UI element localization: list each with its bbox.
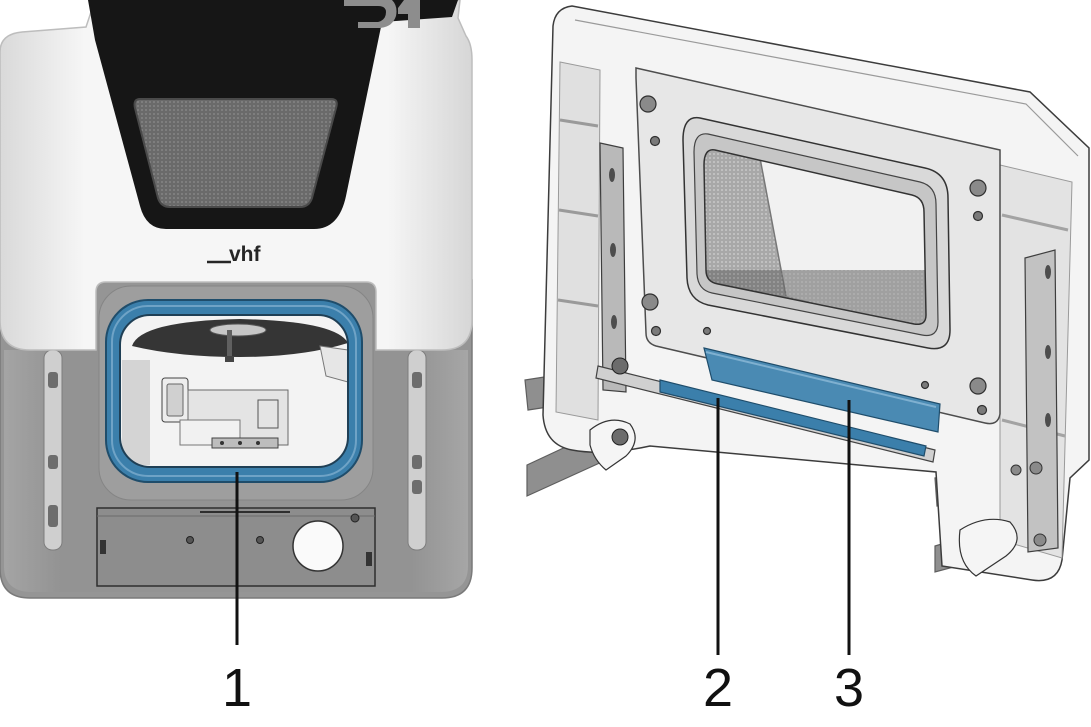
window-seal-highlight <box>111 305 357 477</box>
callout-number-2: 2 <box>703 658 733 718</box>
blue-guide-bar <box>659 379 927 457</box>
ventilation-mesh <box>133 98 338 208</box>
plate-screws <box>639 95 988 416</box>
left-side-rail <box>43 349 63 551</box>
left-hinge <box>589 357 636 471</box>
milling-tool <box>227 330 232 358</box>
model-lettering-cropped <box>344 0 420 28</box>
door-shell-rim <box>574 19 1079 157</box>
right-hinge <box>958 518 1018 577</box>
right-mounting-bracket <box>1010 249 1059 553</box>
drawer-port <box>292 520 344 572</box>
left-wall-ribs <box>557 118 599 308</box>
window-interior <box>120 315 348 467</box>
callout-number-1: 1 <box>222 658 252 718</box>
vhf-logo-text: vhf <box>229 243 262 266</box>
machine-front-view: vhf <box>0 0 473 599</box>
spindle-collar <box>209 323 267 337</box>
right-side-rail <box>407 349 427 551</box>
spindle-head <box>132 319 348 357</box>
blue-shield-plate <box>703 347 941 433</box>
door-interior-view <box>524 5 1090 582</box>
vhf-logo: vhf <box>207 243 262 266</box>
blue-shield-highlight <box>705 351 937 408</box>
left-mounting-bracket <box>599 142 627 393</box>
callouts: 1 2 3 <box>222 398 864 718</box>
left-inner-wall <box>555 61 601 421</box>
workpiece-holder <box>161 377 289 449</box>
callout-number-3: 3 <box>834 658 864 718</box>
